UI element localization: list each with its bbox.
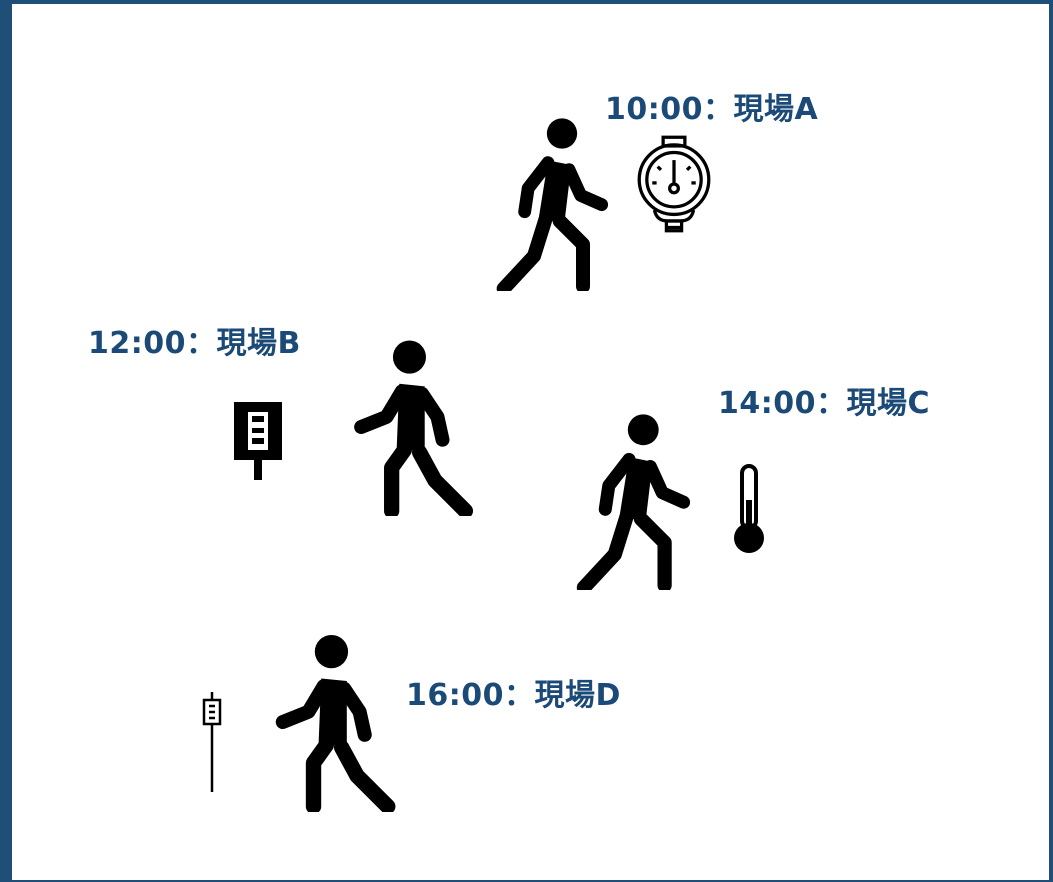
pole-sensor-icon: [200, 692, 224, 796]
site-d-label: 16:00：現場D: [406, 678, 621, 713]
walking-person-icon: [488, 116, 608, 291]
thermometer-icon: [730, 460, 770, 556]
site-a-label: 10:00：現場A: [605, 92, 819, 127]
pressure-gauge-icon: [630, 134, 718, 234]
walking-person-icon: [568, 412, 690, 590]
walking-person-icon: [348, 338, 476, 516]
site-c-label: 14:00：現場C: [718, 386, 931, 421]
flow-meter-icon: [222, 400, 294, 482]
site-b-label: 12:00：現場B: [88, 326, 301, 361]
walking-person-icon: [270, 632, 398, 812]
